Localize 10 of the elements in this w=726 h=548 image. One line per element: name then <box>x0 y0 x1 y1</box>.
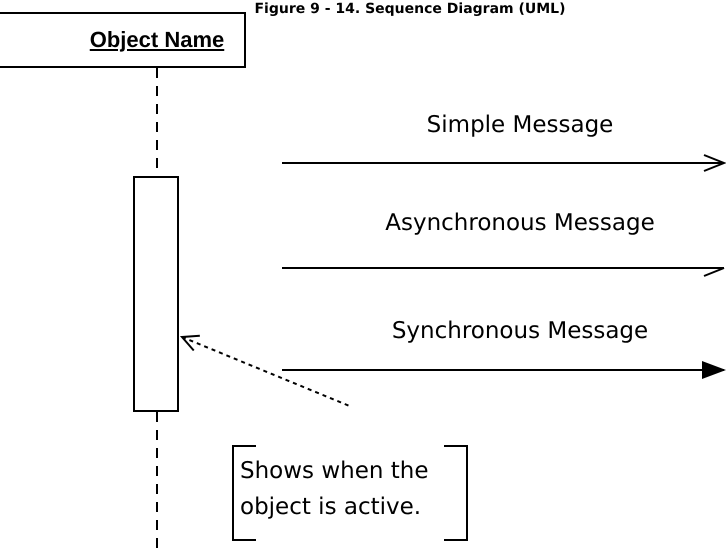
lifeline <box>156 412 158 548</box>
activation-bar <box>133 176 179 412</box>
figure-title: Figure 9 - 14. Sequence Diagram (UML) <box>253 1 566 17</box>
object-box <box>0 12 246 68</box>
note-bracket <box>232 445 468 541</box>
note-text: Shows when the object is active. <box>240 457 430 522</box>
message-label: Asynchronous Message <box>384 210 656 236</box>
message-label: Simple Message <box>426 112 614 138</box>
message-label: Synchronous Message <box>390 318 650 344</box>
object-name: Object Name <box>90 27 224 53</box>
